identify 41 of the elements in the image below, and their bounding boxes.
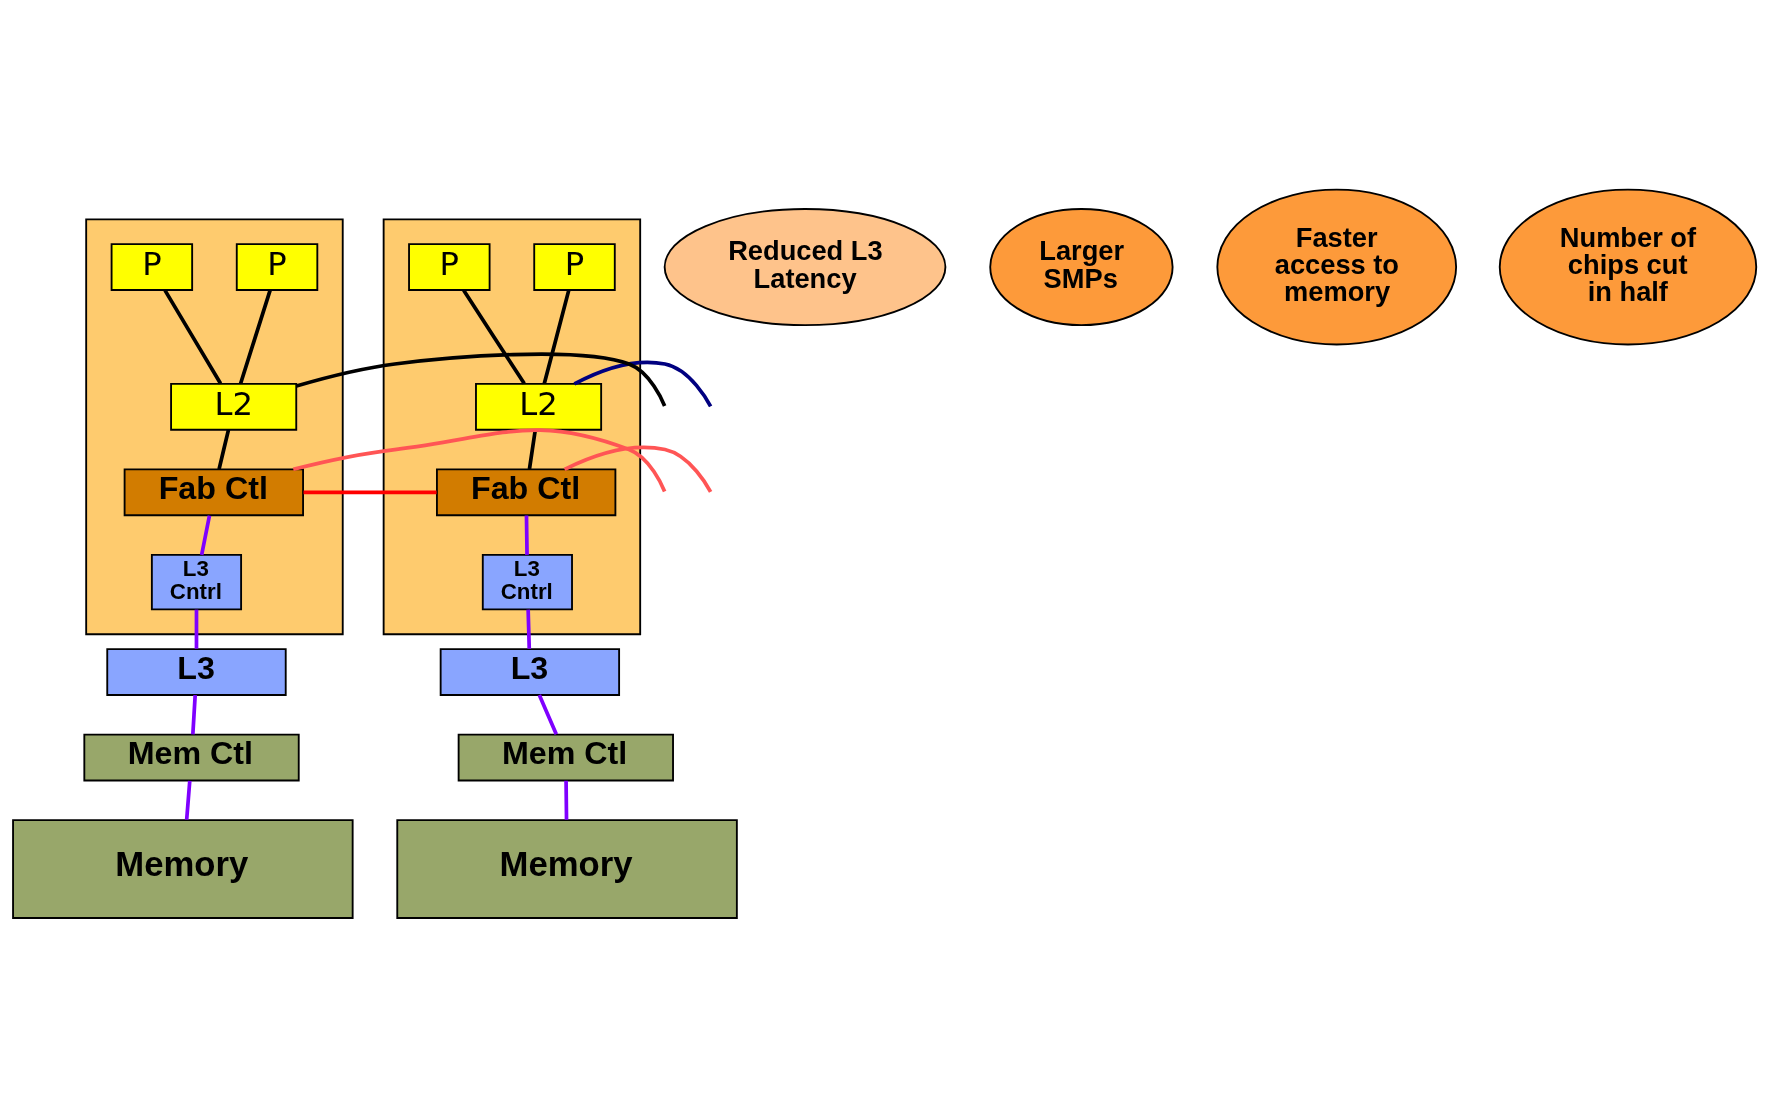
connector — [564, 780, 569, 820]
node-ellipse: Larger SMPs — [989, 208, 1174, 327]
node-box: P — [533, 243, 616, 291]
connector — [217, 429, 231, 470]
node-box: L2 — [170, 382, 298, 431]
node-box: Mem Ctl — [457, 733, 674, 782]
node-ellipse: Number of chips cut in half — [1498, 188, 1758, 346]
node-box: Memory — [12, 819, 354, 919]
node-ellipse: Reduced L3 Latency — [663, 208, 947, 327]
connector — [238, 289, 272, 385]
cluster — [85, 218, 344, 636]
connector — [526, 609, 532, 649]
connector — [303, 490, 437, 495]
connector — [462, 289, 526, 385]
connector — [542, 289, 571, 385]
node-box: L3 — [106, 648, 287, 696]
connector — [194, 609, 199, 649]
connector — [524, 515, 529, 555]
cluster — [382, 218, 642, 636]
connector — [163, 289, 223, 385]
node-box: L3 — [439, 648, 621, 696]
connector — [184, 780, 192, 820]
node-box: Fab Ctl — [436, 468, 617, 517]
node-box: P — [110, 243, 194, 291]
node-box: L3 Cntrl — [150, 553, 243, 611]
connector — [295, 352, 667, 407]
node-box: L3 Cntrl — [481, 553, 573, 611]
connector — [191, 694, 198, 735]
node-box: Mem Ctl — [83, 733, 300, 782]
connector — [537, 694, 559, 736]
connector — [563, 445, 713, 493]
connector — [292, 428, 667, 493]
connector — [199, 515, 212, 556]
node-box: Fab Ctl — [123, 468, 304, 517]
node-box: P — [235, 243, 319, 291]
node-ellipse: Faster access to memory — [1216, 188, 1458, 346]
connector — [527, 429, 538, 470]
node-box: P — [408, 243, 491, 291]
connector — [573, 360, 713, 408]
node-box: Memory — [396, 819, 738, 919]
node-box: L2 — [475, 382, 603, 431]
